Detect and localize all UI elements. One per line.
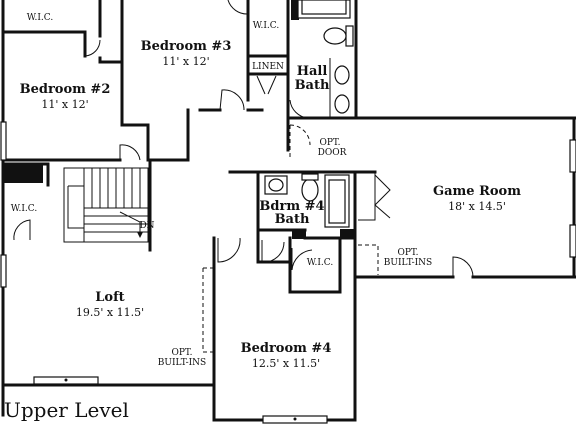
- wall-block-3: [292, 229, 306, 239]
- wall-block-4: [340, 229, 354, 239]
- tub-hall-inner: [301, 0, 347, 15]
- wall-wic-top-right: [98, 0, 124, 64]
- window-game-right-2: [569, 224, 576, 258]
- doors: [13, 0, 474, 278]
- stair-treads: [83, 168, 148, 242]
- stair-arrow: [119, 211, 141, 235]
- door-stair-wic: [13, 219, 31, 241]
- toilet-tank-bath4: [301, 173, 319, 181]
- wall-loft-right: [186, 108, 260, 174]
- wall-loft-stair: [1, 158, 152, 252]
- wall-b2-lower: [120, 123, 150, 162]
- window-knob-2: [293, 417, 297, 421]
- room-name-bath4-2: Bath: [275, 212, 310, 227]
- wall-linen: [248, 54, 290, 76]
- label-wic-top: W.I.C.: [27, 13, 54, 23]
- door-b3: [219, 89, 245, 111]
- door-closet-bifold: [374, 174, 391, 219]
- door-b3-wic: [227, 0, 249, 15]
- wall-wic-top: [1, 30, 87, 58]
- label-wic-b4: W.I.C.: [307, 258, 334, 268]
- door-opt: [289, 124, 311, 146]
- sink-hall-2: [334, 94, 350, 114]
- label-stair-dn: DN: [139, 221, 154, 231]
- label-wic-stairs: W.I.C.: [11, 204, 38, 214]
- room-name-loft: Loft: [95, 290, 124, 305]
- toilet-tank-hall: [345, 25, 354, 47]
- staircase: [63, 167, 149, 243]
- sink-bath4-bowl: [268, 178, 284, 192]
- room-name-bedroom3: Bedroom #3: [141, 39, 232, 54]
- room-dim-bedroom4: 12.5' x 11.5': [252, 357, 320, 370]
- door-game: [452, 256, 474, 278]
- tub-bath4-inner: [328, 179, 346, 224]
- label-opt-builtins-loft-1: OPT.: [172, 348, 193, 358]
- label-wic-b3: W.I.C.: [253, 21, 280, 31]
- room-dim-game-room: 18' x 14.5': [448, 200, 506, 213]
- wall-block-2: [291, 0, 299, 20]
- door-wic-top: [84, 39, 101, 57]
- sink-hall-1: [334, 65, 350, 85]
- window-left-1: [0, 121, 7, 161]
- walls: [1, 0, 576, 422]
- window-game-right-1: [569, 139, 576, 173]
- fixtures: [264, 0, 376, 228]
- room-name-game-room: Game Room: [433, 184, 521, 199]
- label-opt-builtins-loft-2: BUILT-INS: [158, 358, 206, 368]
- built-ins-loft: [202, 268, 214, 353]
- label-opt-builtins-game-2: BUILT-INS: [384, 258, 432, 268]
- toilet-bath4: [301, 178, 319, 202]
- room-dim-loft: 19.5' x 11.5': [76, 306, 144, 319]
- stair-rail: [67, 185, 148, 229]
- label-opt-door-2: DOOR: [318, 148, 347, 158]
- room-name-bedroom2: Bedroom #2: [20, 82, 111, 97]
- room-name-hall-bath-1: Hall: [297, 64, 328, 79]
- door-bath4: [261, 240, 285, 263]
- door-wic-b4: [291, 248, 313, 271]
- toilet-bowl-hall: [323, 27, 347, 45]
- door-linen: [256, 75, 277, 95]
- label-opt-builtins-game-1: OPT.: [398, 248, 419, 258]
- wall-bath4: [256, 170, 377, 264]
- door-hallbath: [289, 99, 309, 119]
- room-name-bath4-1: Bdrm #4: [259, 199, 324, 214]
- room-name-bedroom4: Bedroom #4: [241, 341, 332, 356]
- wall-block-1: [3, 165, 43, 183]
- stair-arrow-head: [137, 232, 143, 238]
- room-dim-bedroom3: 11' x 12': [162, 55, 209, 68]
- window-left-2: [0, 254, 7, 288]
- closet-shelf: [358, 171, 376, 221]
- label-linen: LINEN: [252, 62, 284, 72]
- label-opt-door-1: OPT.: [320, 138, 341, 148]
- built-ins-game: [358, 244, 379, 275]
- stair-outline: [63, 167, 149, 243]
- level-title: Upper Level: [4, 398, 129, 422]
- window-knob-1: [64, 378, 68, 382]
- room-name-hall-bath-2: Bath: [295, 78, 330, 93]
- door-b2: [119, 144, 141, 161]
- room-dim-bedroom2: 11' x 12': [41, 98, 88, 111]
- door-b4: [217, 237, 241, 263]
- windows: [0, 121, 576, 424]
